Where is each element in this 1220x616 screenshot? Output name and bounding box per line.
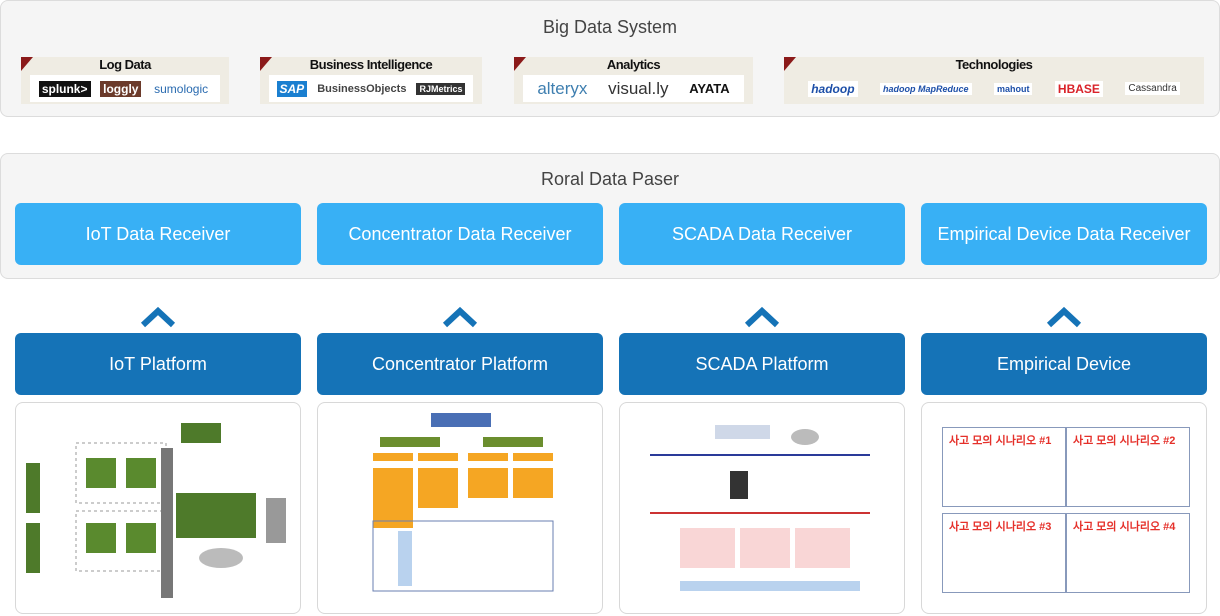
- splunk-logo: splunk>: [38, 80, 91, 97]
- scenario-panel: 사고 모의 시나리오 #2: [1066, 427, 1190, 507]
- concentrator-platform[interactable]: Concentrator Platform: [317, 333, 603, 395]
- panel-title: Roral Data Paser: [540, 169, 680, 189]
- concentrator-platform-diagram: [317, 402, 603, 614]
- category-log-data: Log Data splunk> loggly sumologic: [21, 57, 229, 104]
- category-technologies: Technologies hadoop hadoop MapReduce mah…: [784, 57, 1204, 104]
- visually-logo: visual.ly: [608, 78, 669, 98]
- scenario-panel: 사고 모의 시나리오 #3: [942, 513, 1066, 593]
- sumologic-logo: sumologic: [154, 81, 209, 96]
- category-label: Business Intelligence: [309, 57, 433, 72]
- mahout-logo: mahout: [993, 82, 1033, 95]
- scada-platform-diagram: [619, 402, 905, 614]
- iot-architecture-diagram: [26, 423, 286, 598]
- category-analytics: Analytics alteryx visual.ly AYATA: [514, 57, 753, 104]
- concentrator-data-receiver[interactable]: Concentrator Data Receiver: [317, 203, 603, 265]
- sap-logo: SAP: [276, 80, 308, 97]
- hadoop-logo: hadoop: [808, 80, 858, 97]
- scada-data-receiver[interactable]: SCADA Data Receiver: [619, 203, 905, 265]
- businessobjects-logo: BusinessObjects: [317, 82, 407, 95]
- chevron-up-icon: [140, 306, 176, 328]
- scada-network-diagram: [650, 425, 870, 591]
- scenario-title: 사고 모의 시나리오 #1: [949, 435, 1052, 447]
- chevron-up-icon: [442, 306, 478, 328]
- chevron-up-icon: [1046, 306, 1082, 328]
- category-label: Technologies: [955, 57, 1033, 72]
- scenario-title: 사고 모의 시나리오 #2: [1073, 435, 1176, 447]
- scenario-title: 사고 모의 시나리오 #3: [949, 521, 1052, 533]
- empirical-device-data-receiver[interactable]: Empirical Device Data Receiver: [921, 203, 1207, 265]
- iot-platform[interactable]: IoT Platform: [15, 333, 301, 395]
- scenario-panel: 사고 모의 시나리오 #1: [942, 427, 1066, 507]
- scenario-title: 사고 모의 시나리오 #4: [1073, 521, 1176, 533]
- hbase-logo: HBASE: [1054, 80, 1103, 97]
- loggly-logo: loggly: [100, 80, 142, 97]
- panel-title: Big Data System: [542, 17, 678, 37]
- ayata-logo: AYATA: [689, 81, 730, 96]
- empirical-device[interactable]: Empirical Device: [921, 333, 1207, 395]
- category-label: Log Data: [99, 57, 151, 72]
- concentrator-architecture-diagram: [372, 413, 554, 592]
- scada-platform[interactable]: SCADA Platform: [619, 333, 905, 395]
- big-data-system-panel: Big Data System Log Data splunk> loggly …: [0, 0, 1220, 117]
- rjmetrics-logo: RJMetrics: [416, 82, 466, 95]
- chevron-up-icon: [744, 306, 780, 328]
- cassandra-logo: Cassandra: [1125, 82, 1180, 95]
- hadoop-mapreduce-logo: hadoop MapReduce: [880, 82, 972, 95]
- iot-data-receiver[interactable]: IoT Data Receiver: [15, 203, 301, 265]
- category-business-intelligence: Business Intelligence SAP BusinessObject…: [260, 57, 482, 104]
- alteryx-logo: alteryx: [537, 78, 588, 98]
- empirical-device-diagram: 사고 모의 시나리오 #1 사고 모의 시나리오 #2 사고 모의 시나리오 #…: [921, 402, 1207, 614]
- iot-platform-diagram: [15, 402, 301, 614]
- category-label: Analytics: [606, 57, 661, 72]
- scenario-panel: 사고 모의 시나리오 #4: [1066, 513, 1190, 593]
